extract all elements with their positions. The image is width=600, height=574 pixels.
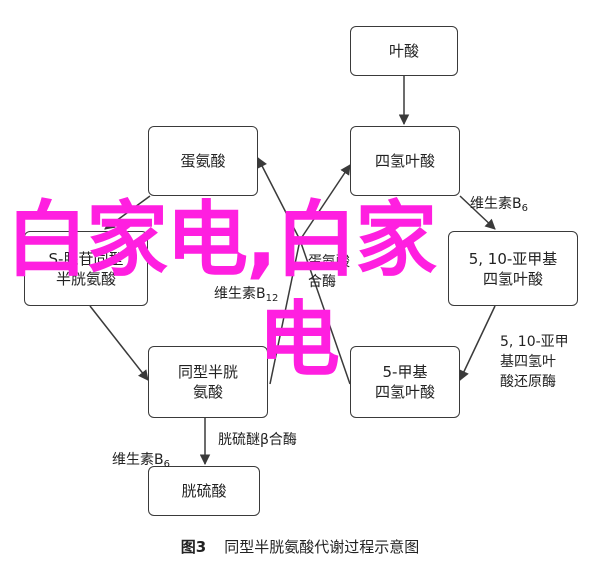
label-methionine-synthase: 蛋氨酸 合酶 <box>308 254 350 290</box>
figure-title: 同型半胱氨酸代谢过程示意图 <box>224 538 420 556</box>
figure-number: 图3 <box>180 538 207 556</box>
label-vitamin-b6-bottom: 维生素B6 <box>112 430 170 475</box>
label-b6-bottom-sub: 6 <box>163 459 170 470</box>
node-methylene-thf: 5, 10-亚甲基 四氢叶酸 <box>448 231 578 306</box>
edge-to-methionine <box>257 157 301 241</box>
label-vitamin-b12-mid: 维生素B12 <box>214 264 278 309</box>
label-b12-mid-sub: 12 <box>265 293 279 304</box>
node-thf: 四氢叶酸 <box>350 126 460 196</box>
figure-caption: 图3 同型半胱氨酸代谢过程示意图 <box>0 536 600 557</box>
watermark-line-2: 电 <box>258 293 340 388</box>
edge-methionine-sam <box>104 195 151 230</box>
node-methyl-thf: 5-甲基 四氢叶酸 <box>350 346 460 418</box>
label-vitamin-b6-top: 维生素B6 <box>470 174 528 219</box>
watermark-line-1: 白家电,白家 <box>6 193 437 288</box>
edge-methylthf-thf <box>299 239 351 385</box>
label-cbs: 胱硫醚β合酶 <box>218 432 297 448</box>
node-sam: S-腺苷同型 半胱氨酸 <box>24 231 148 306</box>
label-b12-mid-text: 维生素B <box>214 286 266 302</box>
node-homocysteine: 同型半胱 氨酸 <box>148 346 268 418</box>
label-mthfr: 5, 10-亚甲 基四氢叶 酸还原酶 <box>500 334 569 390</box>
node-methionine: 蛋氨酸 <box>148 126 258 196</box>
edge-methylene-methylthf <box>459 305 496 381</box>
label-b6-top-text: 维生素B <box>470 196 522 212</box>
node-folate: 叶酸 <box>350 26 458 76</box>
edge-to-thf <box>299 164 351 241</box>
label-b6-bottom-text: 维生素B <box>112 452 164 468</box>
edge-homocysteine-methionine <box>269 239 301 385</box>
node-cystathionine: 胱硫酸 <box>148 466 260 516</box>
edge-sam-homocysteine <box>89 305 149 381</box>
label-b6-top-sub: 6 <box>521 203 528 214</box>
edge-thf-methylene <box>459 195 496 230</box>
